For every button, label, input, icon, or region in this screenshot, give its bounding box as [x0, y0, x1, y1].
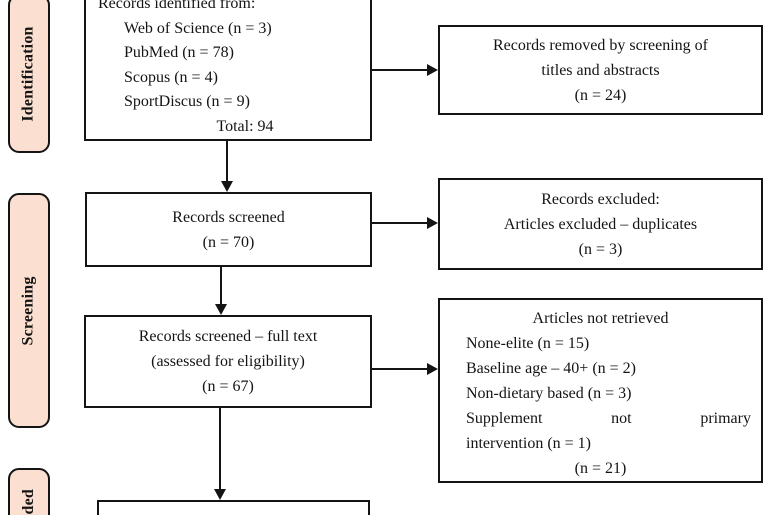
stage-identification: Identification: [8, 0, 50, 153]
stage-identification-label: Identification: [20, 25, 37, 122]
removed-count: (n = 24): [574, 86, 627, 104]
stage-screening-label: Screening: [20, 275, 37, 346]
fulltext-count: (n = 67): [202, 378, 254, 395]
excluded-count: (n = 3): [578, 240, 623, 258]
arrow-down-icon: [214, 489, 226, 500]
not-retrieved-total: (n = 21): [574, 460, 627, 477]
excluded-line: Records excluded:: [541, 190, 660, 208]
stage-screening: Screening: [8, 193, 50, 428]
not-retrieved-cont: intervention (n = 1): [466, 435, 591, 452]
not-retrieved-title: Articles not retrieved: [532, 310, 669, 327]
box-records-removed: Records removed by screening of titles a…: [438, 25, 763, 115]
arrow-right-icon: [427, 363, 438, 375]
stage-included-label: Included: [20, 489, 38, 515]
not-retrieved-reason: Baseline age – 40+ (n = 2): [466, 360, 636, 377]
not-retrieved-reason: None-elite (n = 15): [466, 335, 590, 352]
justified-word: not: [611, 410, 632, 427]
connector-identified-to-screened: [226, 141, 228, 183]
not-retrieved-reason-justified: Supplement not primary: [466, 406, 751, 431]
connector-screened-to-fulltext: [220, 267, 222, 306]
connector-fulltext-to-final: [219, 408, 221, 490]
arrow-right-icon: [427, 217, 438, 229]
identified-total: Total: 94: [216, 117, 274, 135]
identified-source: PubMed (n = 78): [124, 44, 234, 61]
box-records-screened: Records screened (n = 70): [85, 192, 372, 267]
identified-source: Web of Science (n = 3): [124, 19, 272, 37]
connector-fulltext-to-notretrieved: [372, 368, 428, 370]
box-fulltext-screened: Records screened – full text (assessed f…: [84, 315, 372, 408]
box-records-identified: Records identified from: Web of Science …: [84, 0, 372, 141]
arrow-right-icon: [427, 64, 438, 76]
screened-line: Records screened: [172, 208, 285, 226]
connector-screened-to-excluded: [372, 222, 428, 224]
removed-line: titles and abstracts: [541, 61, 660, 79]
excluded-line: Articles excluded – duplicates: [503, 215, 698, 233]
identified-intro: Records identified from:: [98, 0, 256, 12]
identified-source: Scopus (n = 4): [124, 68, 218, 86]
identified-source: SportDiscus (n = 9): [124, 93, 250, 110]
fulltext-line: Records screened – full text: [138, 328, 318, 345]
removed-line: Records removed by screening of: [492, 36, 709, 54]
box-articles-not-retrieved: Articles not retrieved None-elite (n = 1…: [438, 298, 763, 483]
arrow-down-icon: [221, 181, 233, 192]
justified-word: Supplement: [466, 410, 543, 427]
box-records-excluded: Records excluded: Articles excluded – du…: [438, 178, 763, 270]
connector-identified-to-removed: [372, 69, 429, 71]
box-included-final: [97, 500, 370, 515]
stage-included: Included: [8, 468, 50, 515]
justified-word: primary: [700, 410, 751, 427]
not-retrieved-reason: Non-dietary based (n = 3): [466, 385, 632, 402]
arrow-down-icon: [215, 304, 227, 315]
fulltext-line: (assessed for eligibility): [151, 353, 305, 370]
screened-count: (n = 70): [202, 233, 255, 251]
